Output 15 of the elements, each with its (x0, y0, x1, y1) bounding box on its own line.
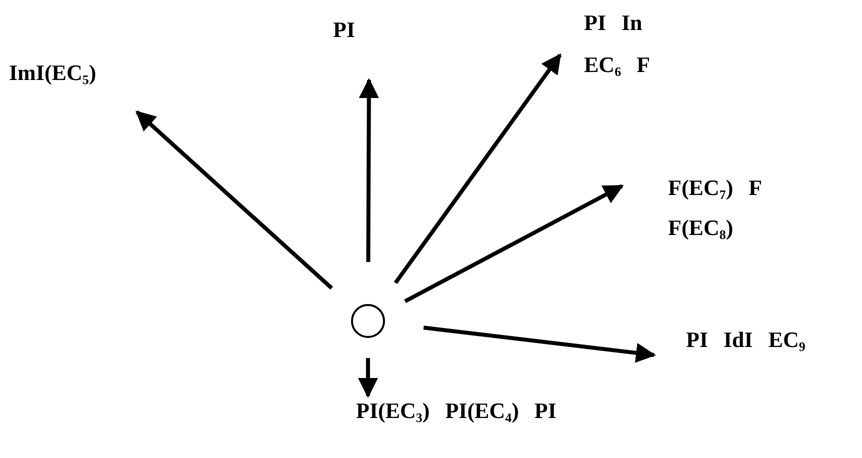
term-label: PI IdI EC$_{9}$ (686, 327, 806, 353)
arrow (394, 53, 562, 284)
term-label: ImI(EC$_{5}$) (9, 60, 96, 86)
term-label: F(EC$_{7}$) F (668, 175, 762, 201)
arrow (136, 110, 333, 290)
circle (351, 304, 385, 338)
arrow (358, 358, 378, 398)
arrow (423, 326, 656, 363)
arrow (358, 78, 379, 262)
term-label: PI (333, 17, 355, 43)
arrow (404, 184, 624, 304)
term-label: PI(EC$_{3}$) PI(EC$_{4}$) PI (356, 398, 556, 424)
term-label: PI In (584, 10, 644, 36)
term-label: F(EC$_{8}$) (668, 215, 734, 241)
term-label: EC$_{6}$ F (584, 52, 650, 78)
